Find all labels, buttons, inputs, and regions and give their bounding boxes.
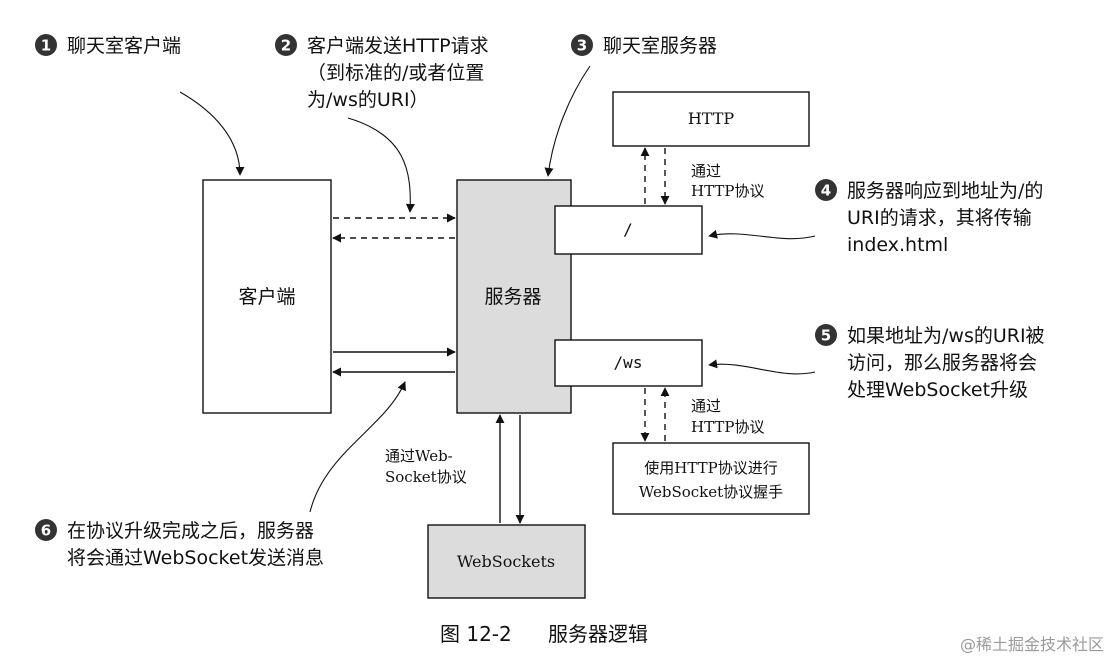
annotation-5-line-3: 处理WebSocket升级 (847, 379, 1028, 401)
step-badge-2-number: 2 (281, 37, 291, 55)
annotation-2-line-3: 为/ws的URI） (307, 89, 429, 111)
leader-arrow-1 (179, 91, 245, 176)
via-websocket-line-1: 通过Web- (385, 447, 453, 465)
step-badge-2-icon (275, 34, 297, 56)
annotation-2: 2 客户端发送HTTP请求 （到标准的/或者位置 为/ws的URI） (275, 34, 489, 111)
http-box (612, 91, 810, 147)
annotation-4-line-3: index.html (847, 234, 948, 256)
via-http-top-line-1: 通过 (691, 162, 721, 180)
annotation-6: 6 在协议升级完成之后，服务器 将会通过WebSocket发送消息 (35, 519, 324, 569)
annotation-6-line-2: 将会通过WebSocket发送消息 (67, 547, 324, 569)
figure-title: 服务器逻辑 (548, 622, 648, 646)
client-box (202, 179, 332, 414)
annotation-3-line-1: 聊天室服务器 (603, 35, 717, 57)
step-badge-4-icon (815, 179, 837, 201)
handshake-label-line-2: WebSocket协议握手 (639, 483, 783, 501)
figure-number: 图 12-2 (440, 622, 512, 646)
websockets-box-label: WebSockets (457, 552, 555, 571)
watermark: @稀土掘金技术社区 (960, 635, 1104, 654)
step-badge-5-icon (815, 324, 837, 346)
root-path-label: / (623, 220, 633, 239)
handshake-label-line-1: 使用HTTP协议进行 (644, 459, 777, 477)
server-box (456, 179, 572, 414)
server-box-label: 服务器 (484, 286, 541, 308)
ws-path-box (554, 339, 703, 387)
websockets-box (427, 524, 586, 599)
annotation-4-line-1: 服务器响应到地址为/的 (847, 180, 1043, 202)
step-badge-1-number: 1 (41, 37, 51, 55)
http-box-label: HTTP (688, 109, 735, 128)
via-http-bottom-line-1: 通过 (691, 397, 721, 415)
annotation-3: 3 聊天室服务器 (571, 34, 717, 57)
annotation-4-line-2: URI的请求，其将传输 (847, 207, 1032, 229)
annotation-5-line-2: 访问，那么服务器将会 (847, 352, 1037, 374)
annotation-1: 1 聊天室客户端 (35, 34, 181, 57)
via-http-top-line-2: HTTP协议 (691, 182, 764, 200)
via-http-bottom-line-2: HTTP协议 (691, 418, 764, 436)
leader-arrow-3 (544, 65, 591, 177)
step-badge-1-icon (35, 34, 57, 56)
root-path-box (554, 205, 703, 255)
step-badge-5-number: 5 (821, 327, 831, 345)
leader-arrow-6 (309, 381, 406, 513)
leader-arrow-4 (708, 229, 816, 240)
ws-path-label: /ws (614, 353, 643, 372)
annotation-5-line-1: 如果地址为/ws的URI被 (847, 325, 1045, 347)
annotation-4: 4 服务器响应到地址为/的 URI的请求，其将传输 index.html (815, 179, 1043, 256)
annotation-2-line-1: 客户端发送HTTP请求 (307, 35, 489, 57)
annotation-5: 5 如果地址为/ws的URI被 访问，那么服务器将会 处理WebSocket升级 (815, 324, 1045, 401)
step-badge-6-icon (35, 519, 57, 541)
step-badge-3-icon (571, 34, 593, 56)
via-websocket-line-2: Socket协议 (385, 468, 467, 486)
annotation-1-line-1: 聊天室客户端 (67, 35, 181, 57)
annotation-6-line-1: 在协议升级完成之后，服务器 (67, 520, 314, 542)
leader-arrow-5 (708, 359, 816, 375)
client-box-label: 客户端 (238, 286, 295, 308)
step-badge-3-number: 3 (577, 37, 587, 55)
step-badge-6-number: 6 (41, 522, 51, 540)
leader-arrow-2 (347, 117, 415, 213)
step-badge-4-number: 4 (821, 182, 831, 200)
annotation-2-line-2: （到标准的/或者位置 (307, 62, 484, 84)
handshake-box (612, 442, 810, 515)
